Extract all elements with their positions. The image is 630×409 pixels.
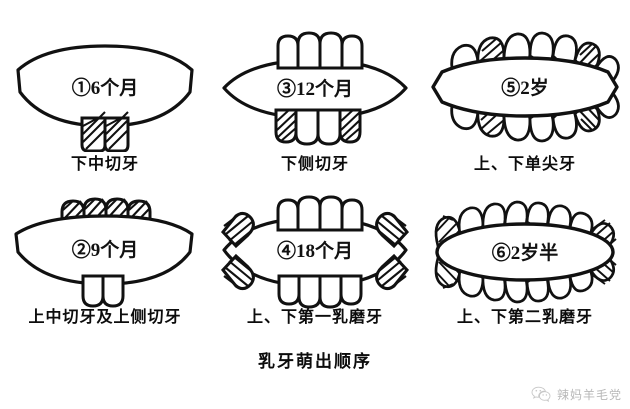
panel-2-caption: 上中切牙及上侧切牙 <box>28 309 182 326</box>
panel-4-illustration: ④18个月 <box>221 195 409 309</box>
molar-lower-left <box>221 253 255 291</box>
panel-5-illustration: ⑤2岁 <box>431 31 620 143</box>
tooth-lower-1 <box>80 111 107 153</box>
molar-lower-right <box>375 253 409 291</box>
main-caption: 乳牙萌出顺序 <box>258 352 372 371</box>
panel-1-illustration: ①6个月 <box>16 44 194 153</box>
panel-6-inner-label: ⑥2岁半 <box>492 241 559 264</box>
panel-6: ⑥2岁半 上、下第二乳磨牙 <box>420 190 630 335</box>
panel-6-caption: 上、下第二乳磨牙 <box>456 309 593 326</box>
tooth-lower-hatched-left <box>274 108 298 144</box>
panel-3-illustration: ③12个月 <box>222 31 408 146</box>
panel-5: ⑤2岁 上、下单尖牙 <box>420 22 630 173</box>
panel-2-illustration: ②9个月 <box>14 197 194 308</box>
lower-incisors-group <box>277 274 363 309</box>
tooth-lower-2 <box>103 111 130 153</box>
upper-incisors-group <box>276 195 364 232</box>
wechat-icon-svg <box>531 386 551 403</box>
panel-4-caption: 上、下第一乳磨牙 <box>246 309 383 326</box>
molar-upper-right <box>375 211 409 249</box>
panel-5-caption: 上、下单尖牙 <box>473 156 576 173</box>
panel-5-inner-label: ⑤2岁 <box>501 76 549 99</box>
panel-3-inner-label: ③12个月 <box>277 77 353 100</box>
panel-3: ③12个月 下侧切牙 <box>210 22 420 173</box>
wechat-icon <box>531 386 551 403</box>
upper-incisors-group <box>276 31 364 70</box>
panel-4-inner-label: ④18个月 <box>277 239 353 262</box>
watermark-text: 辣妈羊毛党 <box>556 388 622 402</box>
panel-2: ②9个月 上中切牙及上侧切牙 <box>0 190 210 335</box>
molar-upper-left <box>221 211 255 249</box>
watermark: 辣妈羊毛党 <box>531 386 622 403</box>
lower-incisors-group <box>274 108 362 146</box>
panel-3-caption: 下侧切牙 <box>280 156 349 173</box>
panel-1-caption: 下中切牙 <box>70 156 139 173</box>
panel-4: ④18个月 上、下第一乳磨牙 <box>210 190 420 335</box>
panel-1-inner-label: ①6个月 <box>72 76 139 99</box>
panel-1: ①6个月 下中切牙 <box>0 22 210 173</box>
tooth-lower-hatched-right <box>338 108 362 144</box>
panel-6-illustration: ⑥2岁半 <box>434 200 617 304</box>
panel-2-inner-label: ②9个月 <box>72 238 139 261</box>
lower-incisors-plain-group <box>81 274 125 308</box>
